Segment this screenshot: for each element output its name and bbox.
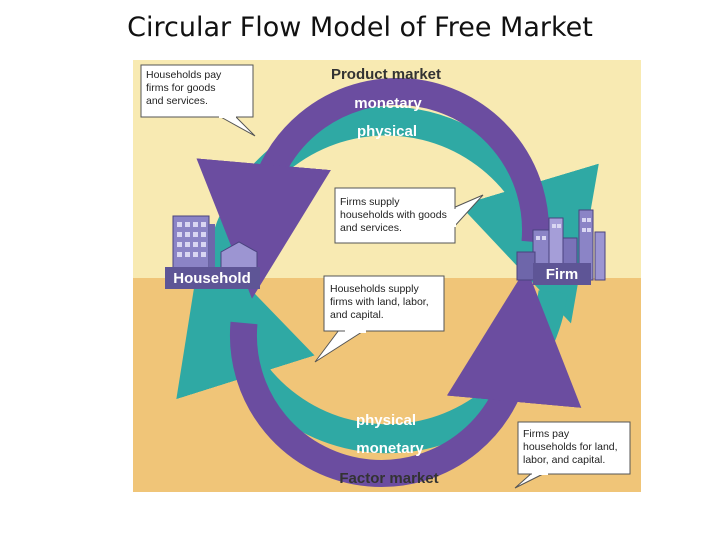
callout-center-top-line-3: and services. — [340, 222, 402, 234]
svg-text:Households pay firms for: Households pay firms for goods and servi… — [146, 69, 224, 107]
firm-label-box — [533, 263, 591, 285]
callout-bottom-right-line-2: households for land, — [523, 441, 618, 453]
callout-firms-supply-households: Firms supply households with goods and s… — [334, 187, 484, 244]
callout-center-top-line-1: Firms supply — [340, 196, 400, 208]
callout-top-left-line-2: firms for goods — [146, 82, 215, 94]
slide-title: Circular Flow Model of Free Market — [127, 12, 593, 43]
outer-bottom-monetary-label: monetary — [356, 440, 424, 457]
svg-text:Firms pay households for: Firms pay households for land, labor, an… — [523, 428, 621, 466]
callout-bottom-right-line-1: Firms pay — [523, 428, 570, 440]
callout-center-bottom-line-1: Households supply — [330, 283, 419, 295]
household-label: Household — [173, 270, 251, 287]
product-market-label: Product market — [331, 66, 441, 83]
callout-top-left-line-1: Households pay — [146, 69, 222, 81]
callout-top-left-line-3: and services. — [146, 95, 208, 107]
circular-flow-diagram: Product market monetary physical physica… — [133, 60, 641, 492]
firm-label: Firm — [546, 266, 579, 283]
factor-market-label: Factor market — [339, 470, 438, 487]
callout-center-bottom-line-3: and capital. — [330, 309, 384, 321]
callout-center-top-line-2: households with goods — [340, 209, 447, 221]
callout-center-bottom-line-2: firms with land, labor, — [330, 296, 429, 308]
callout-households-supply-firms: Households supply firms with land, labor… — [314, 275, 445, 363]
physical-flow-bottom-arc — [229, 267, 582, 488]
callout-bottom-right-line-3: labor, and capital. — [523, 454, 605, 466]
inner-top-physical-label: physical — [357, 123, 417, 140]
callout-households-pay-firms: Households pay firms for goods and servi… — [140, 64, 256, 137]
household-label-box — [165, 267, 260, 289]
callout-firms-pay-households: Firms pay households for land, labor, an… — [514, 421, 631, 489]
svg-text:Firms supply households: Firms supply households with goods and s… — [340, 196, 450, 234]
circular-flow-svg: Product market monetary physical physica… — [133, 60, 641, 492]
svg-text:Households supply firms: Households supply firms with land, labor… — [330, 283, 432, 321]
outer-top-monetary-label: monetary — [354, 95, 422, 112]
physical-flow-top-arc — [196, 78, 549, 299]
inner-bottom-physical-label: physical — [356, 412, 416, 429]
